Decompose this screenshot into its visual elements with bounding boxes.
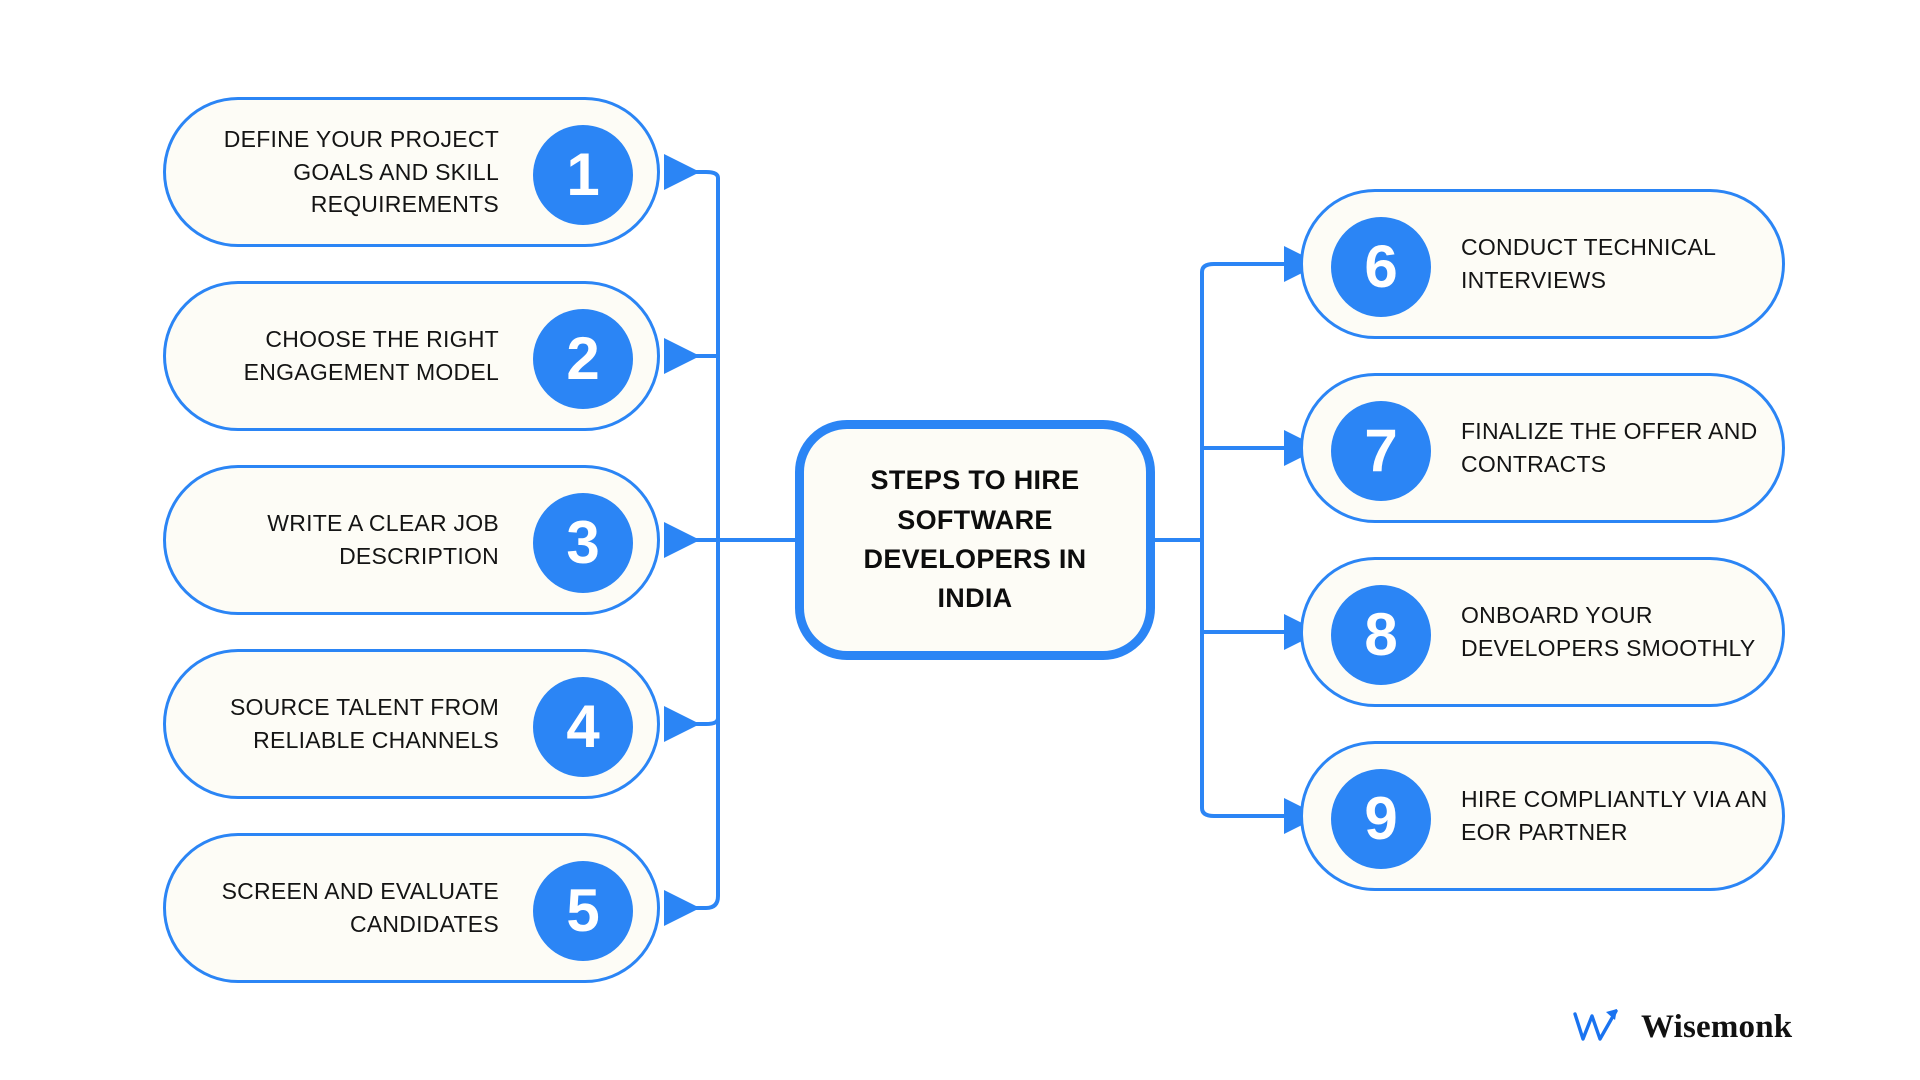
brand-name: Wisemonk	[1641, 1008, 1793, 1045]
step-card-4[interactable]: SOURCE TALENT FROM RELIABLE CHANNELS 4	[163, 649, 660, 799]
step-label-1: DEFINE YOUR PROJECT GOALS AND SKILL REQU…	[223, 126, 499, 218]
step-card-9[interactable]: HIRE COMPLIANTLY VIA AN EOR PARTNER 9	[1300, 741, 1785, 891]
step-card-5[interactable]: SCREEN AND EVALUATE CANDIDATES 5	[163, 833, 660, 983]
step-label-3: WRITE A CLEAR JOB DESCRIPTION	[267, 510, 499, 569]
center-node-title: STEPS TO HIRE SOFTWARE DEVELOPERS IN IND…	[863, 465, 1087, 614]
step-card-7[interactable]: FINALIZE THE OFFER AND CONTRACTS 7	[1300, 373, 1785, 523]
step-number-badge-5: 5	[533, 861, 633, 961]
step-label-4: SOURCE TALENT FROM RELIABLE CHANNELS	[229, 694, 499, 753]
edge-to-step-4	[664, 706, 720, 742]
edge-to-step-6	[1200, 246, 1320, 282]
step-label-6: CONDUCT TECHNICAL INTERVIEWS	[1461, 234, 1717, 293]
step-card-1[interactable]: DEFINE YOUR PROJECT GOALS AND SKILL REQU…	[163, 97, 660, 247]
edge-to-step-5	[664, 890, 720, 926]
step-label-5: SCREEN AND EVALUATE CANDIDATES	[221, 878, 499, 937]
edge-to-step-1	[664, 154, 720, 190]
step-label-9: HIRE COMPLIANTLY VIA AN EOR PARTNER	[1461, 786, 1768, 845]
step-label-8: ONBOARD YOUR DEVELOPERS SMOOTHLY	[1461, 602, 1756, 661]
edge-to-step-9	[1200, 798, 1320, 834]
step-number-badge-1: 1	[533, 125, 633, 225]
step-number-badge-2: 2	[533, 309, 633, 409]
step-card-2[interactable]: CHOOSE THE RIGHT ENGAGEMENT MODEL 2	[163, 281, 660, 431]
wisemonk-zigzag-arrow-icon	[1573, 1009, 1618, 1041]
step-card-3[interactable]: WRITE A CLEAR JOB DESCRIPTION 3	[163, 465, 660, 615]
step-number-badge-4: 4	[533, 677, 633, 777]
step-number-badge-8: 8	[1331, 585, 1431, 685]
step-number-badge-7: 7	[1331, 401, 1431, 501]
step-number-badge-3: 3	[533, 493, 633, 593]
center-node[interactable]: STEPS TO HIRE SOFTWARE DEVELOPERS IN IND…	[795, 420, 1155, 660]
step-number-badge-6: 6	[1331, 217, 1431, 317]
brand-logo: Wisemonk	[1572, 1006, 1792, 1048]
step-card-6[interactable]: CONDUCT TECHNICAL INTERVIEWS 6	[1300, 189, 1785, 339]
step-card-8[interactable]: ONBOARD YOUR DEVELOPERS SMOOTHLY 8	[1300, 557, 1785, 707]
step-label-7: FINALIZE THE OFFER AND CONTRACTS	[1461, 418, 1758, 477]
step-number-badge-9: 9	[1331, 769, 1431, 869]
step-label-2: CHOOSE THE RIGHT ENGAGEMENT MODEL	[243, 326, 499, 385]
